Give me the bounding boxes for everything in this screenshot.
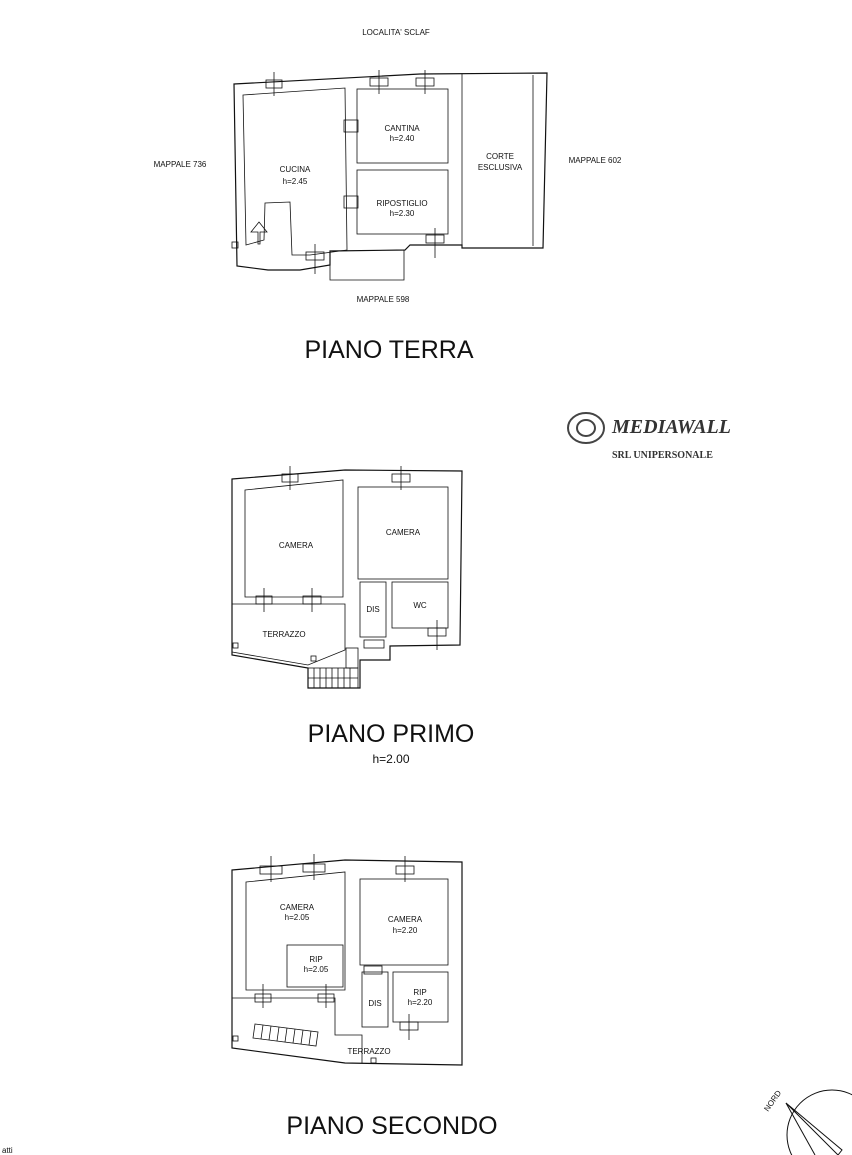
- room-cantina-name: CANTINA: [384, 124, 420, 133]
- ground-floor-plan: LOCALITA' SCLAF MAPPALE 736 MAPPALE 602 …: [154, 28, 622, 364]
- room-cucina-height: h=2.45: [283, 177, 308, 186]
- terrazzo-2-outline: [232, 997, 363, 1063]
- entrance-arrow-icon: [250, 221, 268, 245]
- room-camera-right-2-height: h=2.20: [393, 926, 418, 935]
- room-rip-right-name: RIP: [413, 988, 426, 997]
- room-camera-left-name: CAMERA: [279, 541, 314, 550]
- room-wc-outline: [391, 581, 449, 629]
- stamp-company-name: MEDIAWALL: [611, 416, 731, 438]
- second-floor-title: PIANO SECONDO: [286, 1112, 497, 1140]
- second-small-square-2: [370, 1057, 377, 1064]
- first-floor-plan: CAMERA CAMERA DIS WC TERRAZZO PIANO PRIM…: [231, 466, 475, 766]
- second-small-square: [232, 1035, 239, 1042]
- room-camera-left-2-height: h=2.05: [285, 913, 310, 922]
- stamp-company-type: SRL UNIPERSONALE: [612, 450, 713, 461]
- ground-floor-title: PIANO TERRA: [304, 336, 473, 364]
- room-cucina-name: CUCINA: [280, 165, 311, 174]
- room-cantina-outline: [356, 88, 449, 164]
- room-ripostiglio-height: h=2.30: [390, 209, 415, 218]
- first-small-square: [232, 642, 239, 649]
- compass-label: NORD: [762, 1089, 783, 1114]
- room-rip-right-height: h=2.20: [408, 998, 433, 1007]
- north-compass-icon: NORD: [762, 1089, 852, 1155]
- first-floor-stairs: [307, 647, 359, 689]
- room-camera-left-2-name: CAMERA: [280, 903, 315, 912]
- corner-text-fragment: atti: [2, 1146, 13, 1155]
- room-rip-left-outline: [286, 944, 344, 988]
- room-camera-right-name: CAMERA: [386, 528, 421, 537]
- room-dis-2-name: DIS: [368, 999, 381, 1008]
- first-floor-height: h=2.00: [372, 752, 409, 766]
- ground-south-annex: [329, 250, 405, 281]
- room-camera-right-outline: [357, 486, 449, 580]
- room-dis-name: DIS: [366, 605, 379, 614]
- room-rip-right-outline: [392, 971, 449, 1023]
- first-windows: [255, 466, 447, 650]
- ground-windows: [265, 70, 445, 274]
- room-rip-left-height: h=2.05: [304, 965, 329, 974]
- second-floor-plan: CAMERA h=2.05 CAMERA h=2.20 RIP h=2.05 D…: [231, 854, 498, 1140]
- room-ripostiglio-name: RIPOSTIGLIO: [376, 199, 427, 208]
- room-terrazzo-name: TERRAZZO: [262, 630, 305, 639]
- room-camera-left-2-outline: [245, 871, 346, 991]
- room-cantina-height: h=2.40: [390, 134, 415, 143]
- room-camera-left-outline: [244, 479, 344, 598]
- ground-inner-outline: [242, 87, 348, 256]
- room-terrazzo-2-name: TERRAZZO: [347, 1047, 390, 1056]
- first-small-square-2: [310, 655, 317, 662]
- second-floor-stairs: [252, 1023, 319, 1047]
- label-mappale-736: MAPPALE 736: [154, 160, 207, 169]
- room-dis-2-outline: [361, 971, 389, 1028]
- room-ripostiglio-outline: [356, 169, 449, 235]
- room-corte-sub: ESCLUSIVA: [478, 163, 523, 172]
- second-outer-wall: [231, 859, 463, 1066]
- label-mappale-602: MAPPALE 602: [569, 156, 622, 165]
- label-mappale-598: MAPPALE 598: [357, 295, 410, 304]
- second-windows: [254, 854, 419, 1040]
- first-outer-wall: [231, 469, 463, 689]
- first-floor-title: PIANO PRIMO: [308, 720, 475, 748]
- label-localita: LOCALITA' SCLAF: [362, 28, 430, 37]
- company-stamp: MEDIAWALL SRL UNIPERSONALE: [567, 412, 731, 461]
- room-camera-right-2-outline: [359, 878, 449, 966]
- ground-outer-wall: [233, 72, 548, 271]
- room-wc-name: WC: [413, 601, 427, 610]
- room-rip-left-name: RIP: [309, 955, 322, 964]
- ground-small-square: [231, 241, 239, 249]
- room-camera-right-2-name: CAMERA: [388, 915, 423, 924]
- room-corte-name: CORTE: [486, 152, 514, 161]
- room-dis-outline: [359, 581, 387, 638]
